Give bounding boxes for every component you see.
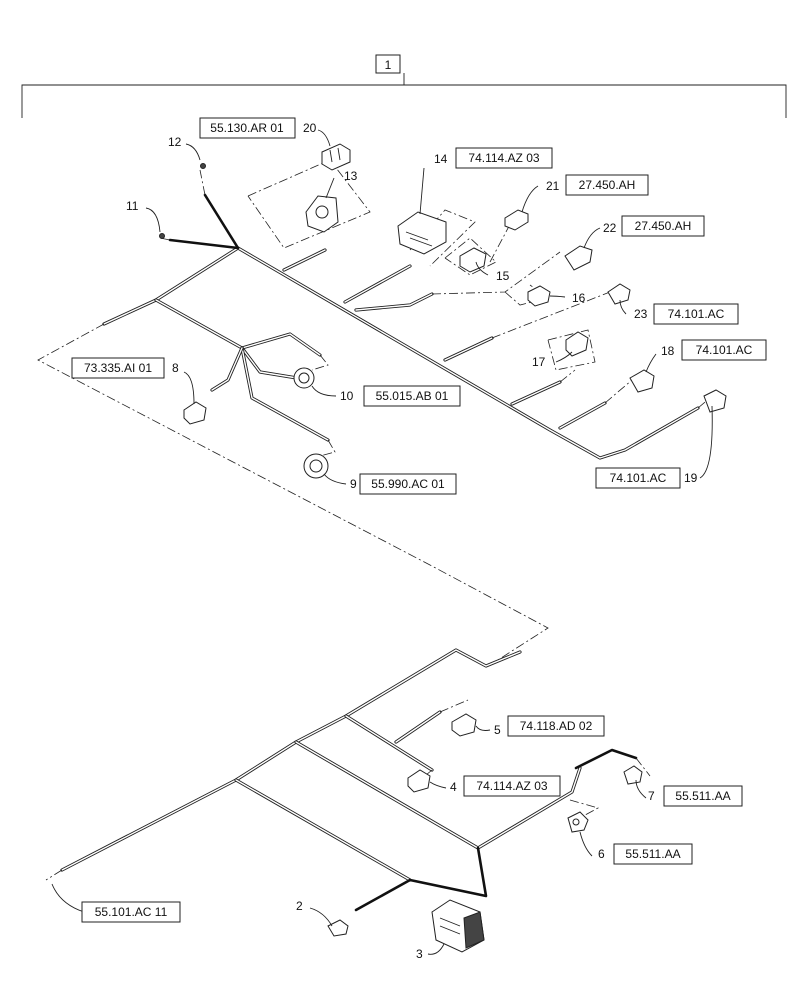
connector-15 [459,247,487,273]
ref-18-text: 74.101.AC [696,343,753,357]
connector-6 [567,811,589,833]
lower-harness: 5 74.118.AD 02 4 74.114.AZ 03 7 55.511.A… [45,648,743,961]
connector-9 [303,453,329,479]
ref-box-14 [455,147,553,169]
callout-4: 4 [450,780,457,794]
upper-reference-boxes: 55.130.AR 01 20 12 13 11 14 74.114.AZ 03… [71,117,767,495]
connector-22 [564,245,593,271]
connector-21 [504,209,529,231]
ref-21-text: 27.450.AH [579,178,636,192]
callout-15: 15 [496,269,510,283]
connector-4 [407,769,431,793]
ref-box-20 [199,117,296,139]
callout-19: 19 [684,471,698,485]
callout-12: 12 [168,135,182,149]
ref-10-text: 55.015.AB 01 [376,389,449,403]
connector-18 [629,369,655,393]
connector-23 [607,283,631,305]
callout-13: 13 [344,169,358,183]
callout-23: 23 [634,307,648,321]
ref-7-text: 55.511.AA [675,789,730,803]
upper-connection-lines [37,159,711,666]
ref-11-text: 55.101.AC 11 [95,905,168,919]
callout-20: 20 [303,121,317,135]
upper-leaders [145,129,713,485]
item-1-label: 1 [385,58,392,72]
ref-box-11 [81,901,181,923]
callout-5: 5 [494,723,501,737]
ref-box-23 [653,303,739,325]
ref-14-text: 74.114.AZ 03 [468,151,539,165]
lower-harness-wires [60,648,638,912]
ref-6-text: 55.511.AA [625,847,680,861]
connector-12-terminal [200,163,206,169]
connector-14 [397,211,447,255]
callout-21: 21 [546,179,560,193]
callout-9: 9 [350,477,357,491]
connector-11-terminal [159,233,165,239]
connector-16 [527,285,551,307]
item-1-box [375,54,401,74]
lower-reference-boxes: 5 74.118.AD 02 4 74.114.AZ 03 7 55.511.A… [81,715,743,961]
connector-13 [305,195,339,233]
ref-9-text: 55.990.AC 01 [371,477,445,491]
ref-19-text: 74.101.AC [610,471,667,485]
upper-harness-wires [102,193,700,460]
ref-box-6 [613,843,693,865]
ref-5-text: 74.118.AD 02 [520,719,593,733]
upper-harness: 55.130.AR 01 20 12 13 11 14 74.114.AZ 03… [37,117,767,666]
ref-8-text: 73.335.AI 01 [84,361,152,375]
ref-box-22 [621,215,705,237]
ref-box-4 [463,775,561,797]
ref-20-text: 55.130.AR 01 [210,121,284,135]
ref-box-9 [359,473,457,495]
connector-10 [293,367,315,389]
callout-7: 7 [648,789,655,803]
connector-2 [327,919,349,937]
assembly-bracket-line [21,73,787,118]
callout-3: 3 [416,947,423,961]
callout-14: 14 [434,152,448,166]
lower-leaders [51,725,647,955]
connector-7 [623,765,643,785]
connector-5 [451,713,477,737]
ref-22-text: 27.450.AH [635,219,692,233]
ref-4-text: 74.114.AZ 03 [476,779,547,793]
ref-box-7 [663,785,743,807]
connector-20 [321,143,351,171]
ref-box-18 [681,339,767,361]
callout-18: 18 [661,344,675,358]
ref-box-8 [71,357,165,379]
ref-box-10 [363,385,461,407]
callout-2: 2 [296,899,303,913]
callout-16: 16 [572,291,586,305]
callout-6: 6 [598,847,605,861]
callout-10: 10 [340,389,354,403]
callout-22: 22 [603,221,617,235]
ref-box-19 [595,467,681,489]
ref-23-text: 74.101.AC [668,307,725,321]
assembly-bracket: 1 [21,54,787,118]
connector-3-module [431,899,485,953]
callout-11: 11 [126,199,139,213]
callout-8: 8 [172,361,179,375]
connector-8 [183,401,207,425]
ref-box-5 [507,715,605,737]
connector-19 [703,389,727,413]
connector-17 [565,331,589,357]
callout-17: 17 [532,355,546,369]
ref-box-21 [565,174,649,196]
